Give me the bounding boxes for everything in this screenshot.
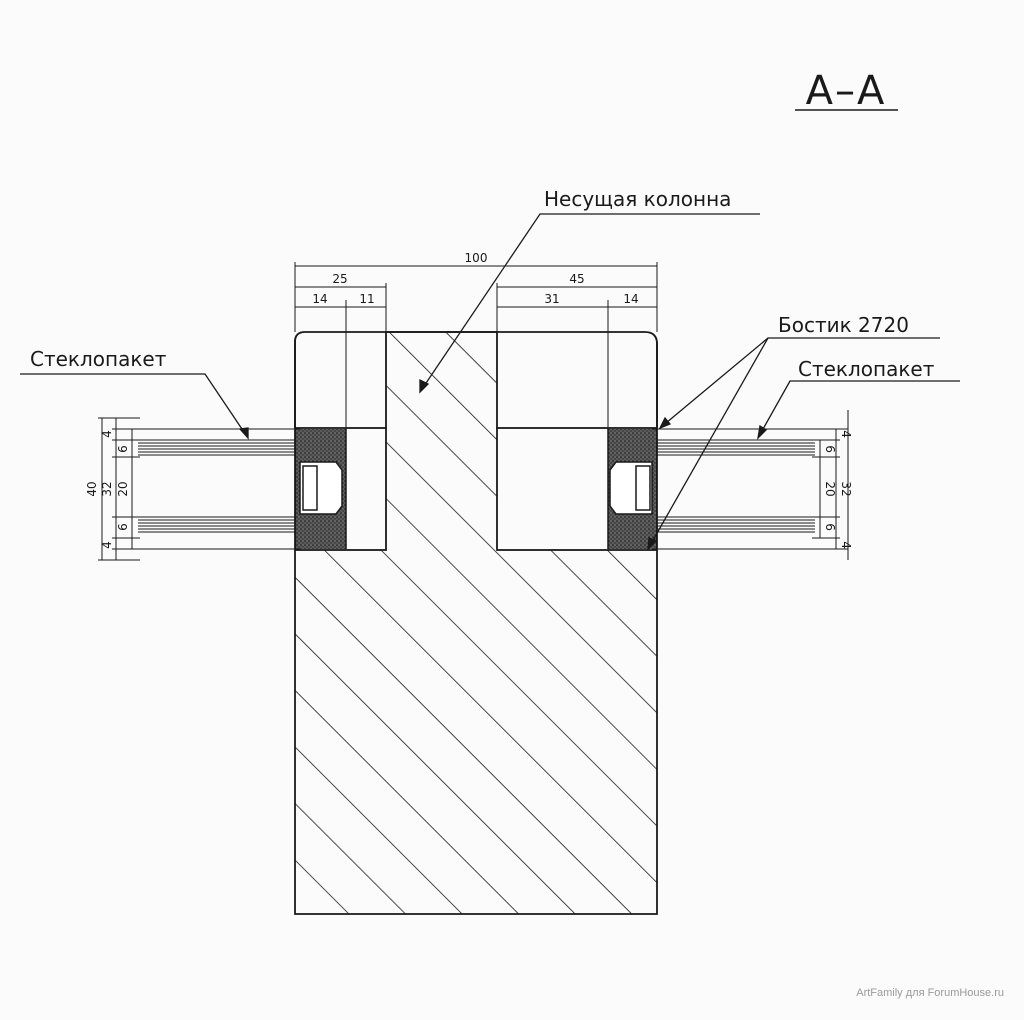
dim-left-a: 14 bbox=[312, 292, 327, 306]
dim-right-top: 45 bbox=[569, 272, 584, 286]
dim-left-pack: 32 bbox=[100, 481, 114, 496]
dim-left-glass-bottom: 6 bbox=[116, 523, 130, 531]
left-dimensions bbox=[98, 417, 300, 561]
label-glass-left: Стеклопакет bbox=[30, 347, 167, 371]
leader-lines bbox=[20, 213, 960, 551]
dim-right-b: 14 bbox=[623, 292, 638, 306]
dim-left-edge-top: 4 bbox=[100, 430, 114, 438]
label-sealant: Бостик 2720 bbox=[778, 313, 909, 337]
left-glass-unit bbox=[138, 429, 347, 549]
dim-right-gap: 20 bbox=[823, 481, 837, 496]
dim-left-b: 11 bbox=[359, 292, 374, 306]
dim-right-glass-bottom: 6 bbox=[823, 523, 837, 531]
dim-right-pack: 32 bbox=[839, 481, 853, 496]
dim-left-gap: 20 bbox=[116, 481, 130, 496]
dim-left-total: 40 bbox=[85, 481, 99, 496]
right-glass-unit bbox=[607, 429, 815, 549]
load-bearing-column bbox=[294, 283, 658, 915]
label-glass-right: Стеклопакет bbox=[798, 357, 935, 381]
dim-right-edge-bottom: 4 bbox=[839, 541, 853, 549]
dim-right-edge-top: 4 bbox=[839, 430, 853, 438]
dim-right-a: 31 bbox=[544, 292, 559, 306]
section-title: А–А bbox=[806, 68, 887, 114]
watermark: ArtFamily для ForumHouse.ru bbox=[856, 987, 1004, 999]
dim-left-glass-top: 6 bbox=[116, 445, 130, 453]
dim-right-glass-top: 6 bbox=[823, 445, 837, 453]
top-dimensions bbox=[294, 262, 658, 429]
dim-overall-width: 100 bbox=[465, 251, 488, 265]
right-dimensions bbox=[652, 410, 849, 560]
label-column: Несущая колонна bbox=[544, 187, 731, 211]
dim-left-top: 25 bbox=[332, 272, 347, 286]
dim-left-edge-bottom: 4 bbox=[100, 541, 114, 549]
